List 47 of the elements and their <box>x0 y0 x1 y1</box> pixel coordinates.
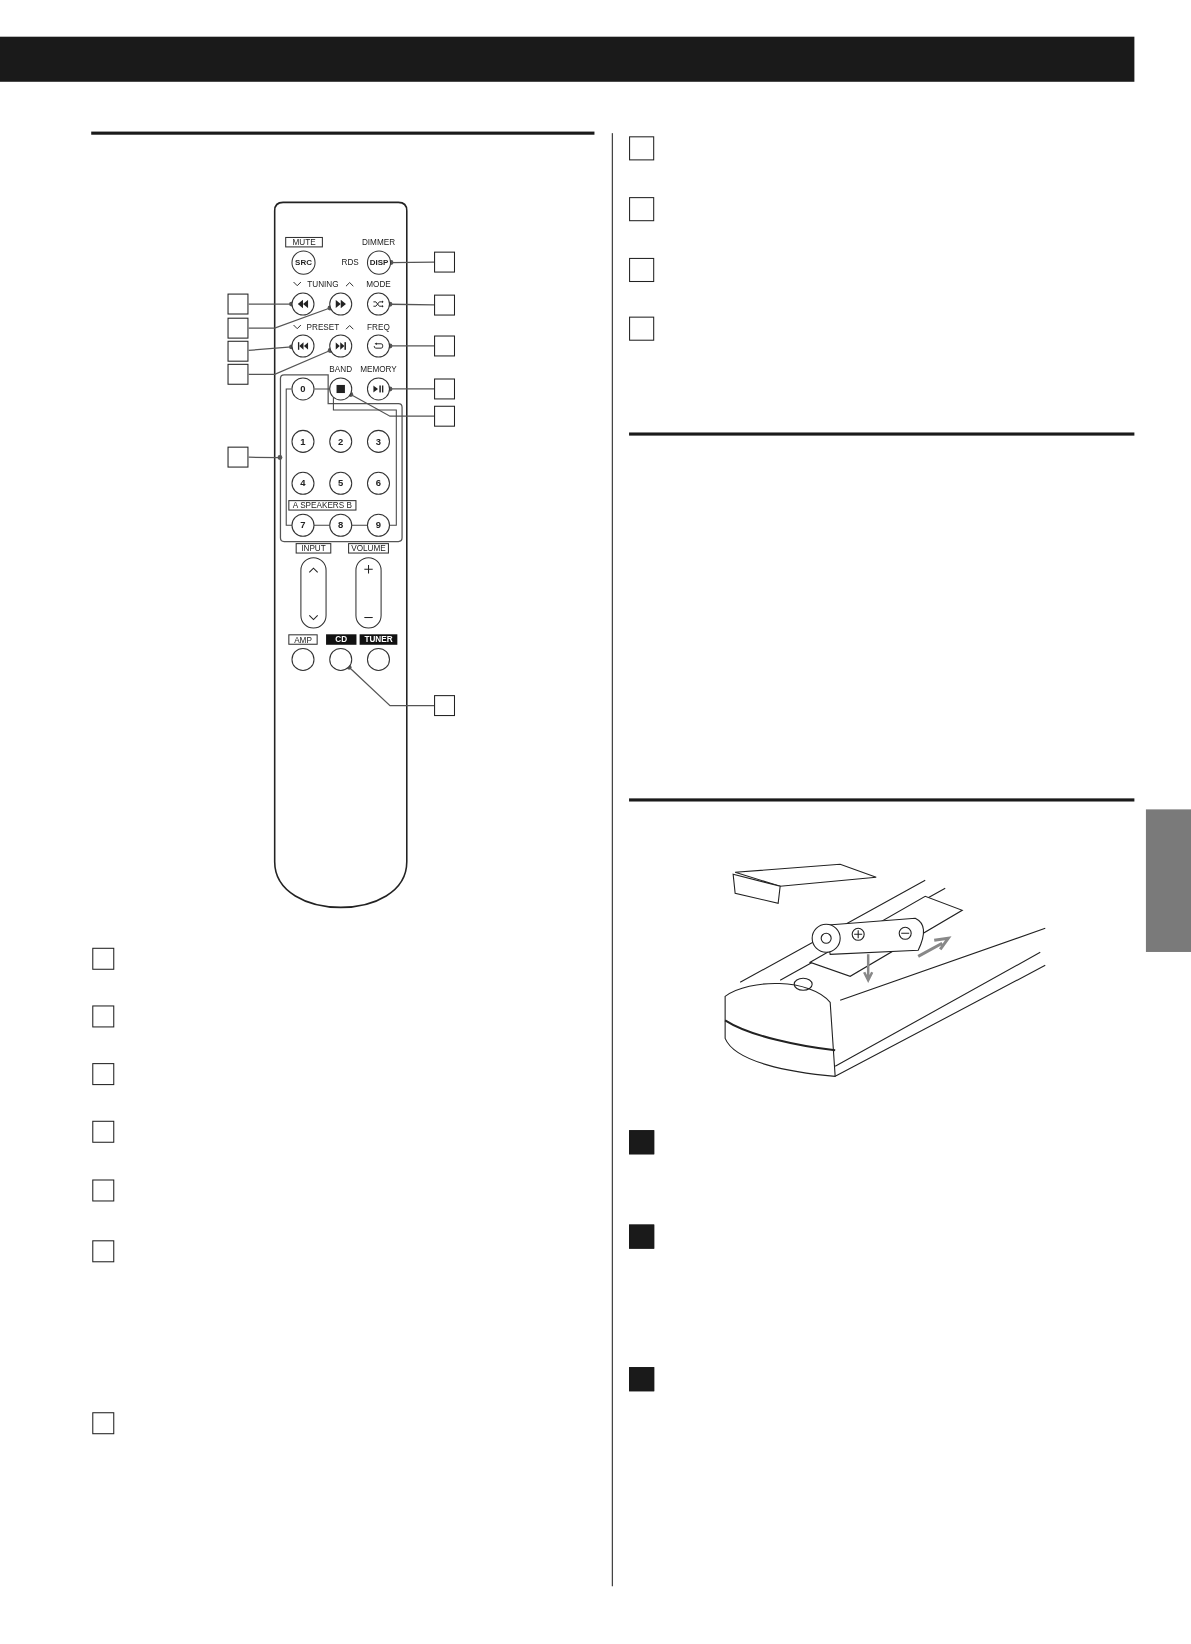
callout-box <box>434 335 455 357</box>
callout-box <box>434 405 455 427</box>
button-label: MEMORY <box>359 364 398 374</box>
leader-line <box>247 344 294 351</box>
callout-box <box>434 294 455 316</box>
callout-box <box>227 293 249 315</box>
callout-box <box>92 947 115 970</box>
button-label: DIMMER <box>360 237 397 247</box>
leader-line <box>387 386 435 392</box>
callout-box <box>629 316 655 341</box>
leader-line <box>247 348 333 375</box>
step-number-box <box>629 1367 655 1392</box>
leader-line <box>388 260 435 265</box>
button-label: RDS <box>340 257 360 267</box>
leader-line <box>247 455 283 460</box>
callout-box <box>92 1240 115 1263</box>
step-number-box <box>629 1130 655 1155</box>
callout-box <box>434 378 455 400</box>
leader-line <box>348 392 435 417</box>
callout-box <box>227 446 249 468</box>
callout-box <box>92 1063 115 1086</box>
callout-box <box>92 1120 115 1143</box>
step-number-box <box>629 1224 655 1249</box>
leader-line <box>247 301 294 307</box>
callout-box <box>227 363 249 385</box>
callout-box <box>629 136 655 161</box>
leader-line <box>387 343 435 349</box>
button-label: FREQ <box>366 322 391 332</box>
button-label: TUNING <box>306 279 340 289</box>
callout-box <box>227 317 249 339</box>
callout-box <box>227 340 249 362</box>
callout-box <box>434 695 455 717</box>
leader-line <box>247 305 333 329</box>
callout-box <box>629 197 655 222</box>
callout-box <box>92 1179 115 1202</box>
button-label: MODE <box>365 279 392 289</box>
button-label: BAND <box>328 364 354 374</box>
leader-line <box>387 301 435 307</box>
button-label: CD <box>326 634 357 645</box>
button-label: TUNER <box>359 634 398 645</box>
callout-box <box>92 1412 115 1435</box>
leader-line <box>346 664 435 707</box>
callout-box <box>92 1005 115 1028</box>
side-tab <box>1145 809 1191 952</box>
callout-box <box>629 257 655 282</box>
button-label: PRESET <box>305 322 341 332</box>
callout-box <box>434 251 455 273</box>
